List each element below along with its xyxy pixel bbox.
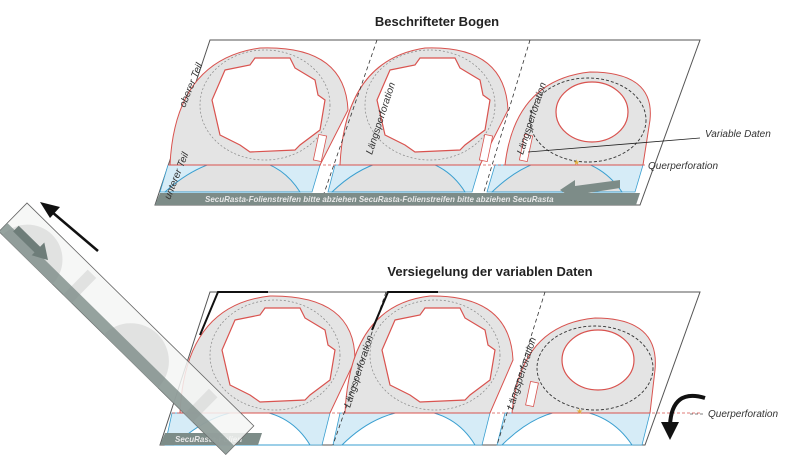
label-variable-data: Variable Daten (705, 129, 771, 140)
peeled-foil-strip (0, 202, 255, 455)
top-sheet: ★ SecuRasta-Folienstreifen bitte abziehe… (154, 39, 701, 206)
label-cross-perforation-top: Querperforation (648, 161, 718, 172)
label-cross-perforation-bottom: Querperforation (708, 409, 778, 420)
title-top: Beschrifteter Bogen (375, 14, 499, 29)
title-bottom: Versiegelung der variablen Daten (387, 264, 592, 279)
star-icon: ★ (573, 158, 580, 167)
peel-direction-arrow-icon (40, 202, 99, 252)
fold-arrow-icon (661, 393, 706, 440)
bottom-sheet: ★ SecuRasta-Folien (159, 291, 701, 446)
strip-text-top: SecuRasta-Folienstreifen bitte abziehen … (205, 195, 554, 204)
pull-arrow-icon (560, 180, 620, 200)
strip-text-bottom: SecuRasta-Folien (175, 435, 242, 444)
star-icon: ★ (576, 407, 583, 416)
